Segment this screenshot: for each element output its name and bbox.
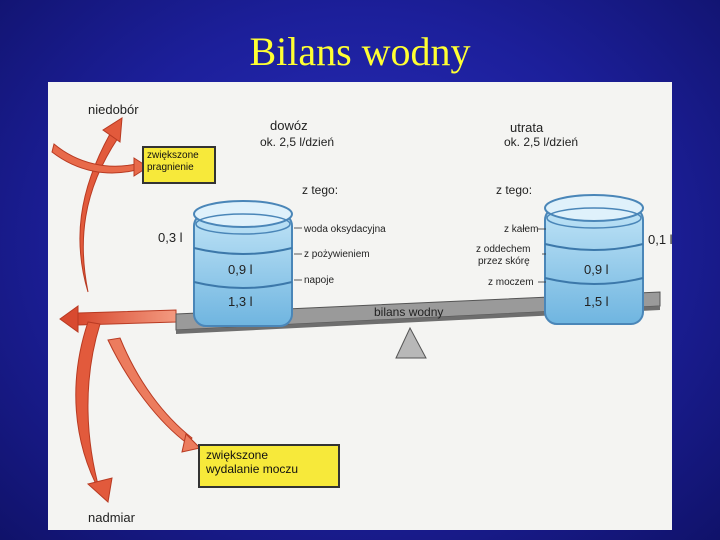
intake-heading: dowóz [270, 118, 308, 133]
intake-item-amount: 1,3 l [228, 294, 253, 309]
output-heading: utrata [510, 120, 544, 135]
intake-of-which: z tego: [302, 183, 338, 197]
intake-container [193, 200, 293, 327]
output-rate: ok. 2,5 l/dzień [504, 135, 578, 149]
balance-arrow [59, 305, 177, 333]
output-item-amount: 0,1 l [648, 232, 672, 247]
intake-item-amount: 0,9 l [228, 262, 253, 277]
deficit-arrow [79, 117, 123, 293]
urine-box-line: wydalanie moczu [206, 461, 299, 476]
thirst-box-line: pragnienie [147, 161, 194, 173]
intake-item-label: z pożywieniem [304, 249, 370, 260]
output-item-label: z oddechem [476, 244, 530, 255]
balance-label: bilans wodny [374, 305, 443, 319]
diagram-panel: niedobór nadmiar dowóz ok. 2,5 l/dzień z… [48, 82, 672, 530]
thirst-box-line: zwiększone [147, 150, 199, 161]
balance-beam [175, 291, 661, 334]
excess-arrow [75, 321, 201, 503]
output-item-label: z moczem [488, 277, 534, 288]
urine-box: zwiększone wydalanie moczu [198, 444, 340, 488]
intake-rate: ok. 2,5 l/dzień [260, 135, 334, 149]
slide-title: Bilans wodny [249, 29, 471, 74]
intake-item-label: woda oksydacyjna [303, 224, 386, 235]
output-container [544, 194, 644, 325]
balance-fulcrum [395, 326, 427, 359]
excess-label: nadmiar [88, 510, 136, 525]
thirst-arrow [51, 143, 149, 177]
output-item-amount: 0,9 l [584, 262, 609, 277]
intake-item-amount: 0,3 l [158, 230, 183, 245]
intake-item-label: napoje [304, 275, 334, 286]
leader-lines [294, 227, 546, 283]
output-item-amount: 1,5 l [584, 294, 609, 309]
urine-box-line: zwiększone [206, 448, 269, 462]
thirst-box: zwiększone pragnienie [142, 146, 216, 184]
deficit-label: niedobór [88, 102, 139, 117]
output-item-label: z kałem [504, 224, 538, 235]
output-of-which: z tego: [496, 183, 532, 197]
water-balance-diagram: niedobór nadmiar dowóz ok. 2,5 l/dzień z… [51, 102, 672, 525]
output-item-label: przez skórę [478, 256, 530, 267]
